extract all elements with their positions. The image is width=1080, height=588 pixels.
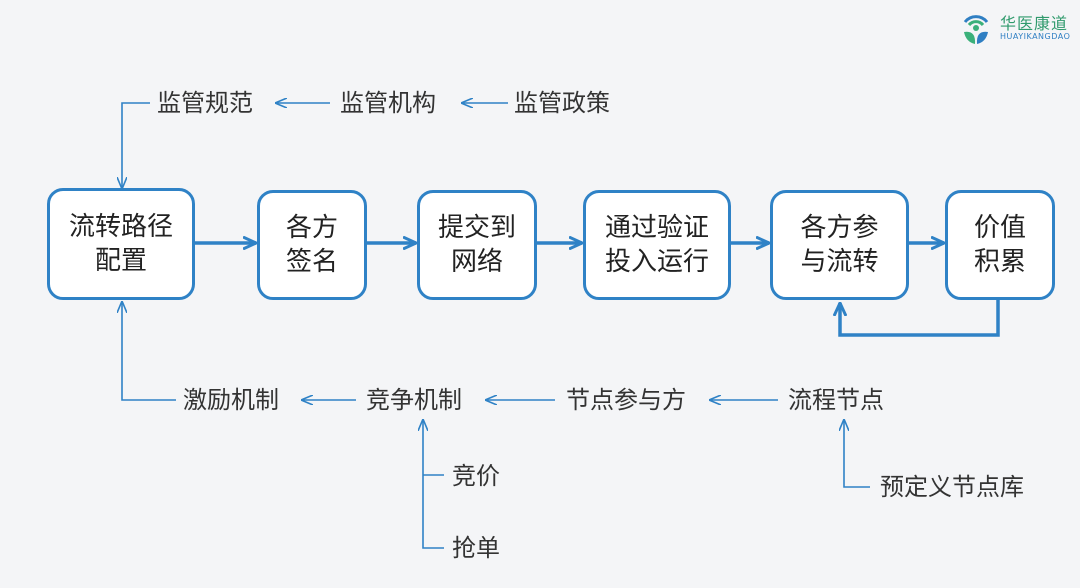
label-bidding: 竞价 (452, 462, 500, 490)
box-verify-text: 通过验证 投入运行 (604, 213, 709, 277)
logo-name: 华医康道 (1000, 14, 1069, 33)
label-supervision-norms: 监管规范 (157, 89, 253, 117)
box-verify: 通过验证 投入运行 (583, 190, 731, 300)
logo-subtitle: HUAYIKANGDAO (1000, 32, 1071, 41)
logo-icon (963, 15, 989, 44)
box-participate-text: 各方参 与流转 (800, 213, 879, 277)
label-competition: 竞争机制 (366, 386, 462, 414)
box-submit-text: 提交到 网络 (437, 213, 516, 277)
label-incentive: 激励机制 (183, 386, 279, 414)
box-participate: 各方参 与流转 (770, 190, 909, 300)
brand-logo: 华医康道 HUAYIKANGDAO (958, 10, 1076, 50)
label-supervision-policy: 监管政策 (514, 89, 610, 117)
feedback-loop-arrow (840, 300, 1000, 337)
box-submit: 提交到 网络 (417, 190, 537, 300)
label-grab-order: 抢单 (452, 534, 500, 562)
box-accumulate: 价值 积累 (945, 190, 1055, 300)
box-accumulate-text: 价值 积累 (973, 213, 1026, 277)
box-sign: 各方 签名 (257, 190, 367, 300)
label-predefined-library: 预定义节点库 (880, 473, 1024, 501)
arrow-bid-grab-to-competition (423, 420, 444, 549)
label-supervision-agency: 监管机构 (340, 89, 436, 117)
label-node-participants: 节点参与方 (566, 386, 686, 414)
box-sign-text: 各方 签名 (285, 213, 338, 277)
box-path-config: 流转路径 配置 (47, 188, 195, 300)
arrow-library-to-process (844, 420, 870, 488)
arrow-norms-to-config (122, 102, 150, 188)
box-path-config-text: 流转路径 配置 (68, 212, 173, 276)
label-process-nodes: 流程节点 (788, 386, 884, 414)
arrow-incentive-to-config (122, 302, 176, 401)
